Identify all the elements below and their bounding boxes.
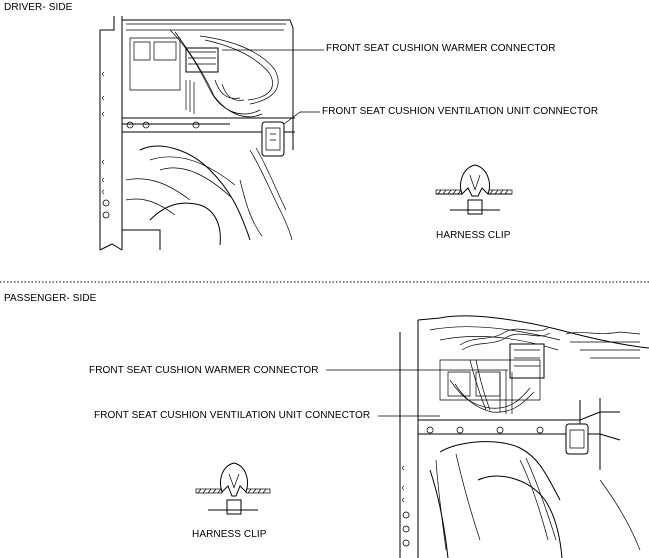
driver-ventilation-connector <box>261 121 285 157</box>
driver-side-title: DRIVER- SIDE <box>4 2 73 13</box>
passenger-seat-assembly <box>399 315 649 558</box>
passenger-harness-clip-icon <box>195 462 271 515</box>
passenger-warmer-connector-label: FRONT SEAT CUSHION WARMER CONNECTOR <box>89 365 319 376</box>
passenger-side-title: PASSENGER- SIDE <box>4 293 97 304</box>
passenger-ventilation-connector <box>565 423 589 455</box>
driver-warmer-connector <box>185 47 219 73</box>
passenger-harness-clip-label: HARNESS CLIP <box>192 529 267 540</box>
driver-warmer-connector-label: FRONT SEAT CUSHION WARMER CONNECTOR <box>326 43 556 54</box>
driver-seat-assembly <box>99 16 295 251</box>
driver-harness-clip-icon <box>435 164 513 215</box>
driver-ventilation-connector-label: FRONT SEAT CUSHION VENTILATION UNIT CONN… <box>322 106 599 117</box>
passenger-warmer-connector <box>509 343 545 379</box>
passenger-ventilation-connector-label: FRONT SEAT CUSHION VENTILATION UNIT CONN… <box>94 410 371 421</box>
driver-harness-clip-label: HARNESS CLIP <box>436 230 511 241</box>
driver-ventilation-leader <box>283 111 320 125</box>
